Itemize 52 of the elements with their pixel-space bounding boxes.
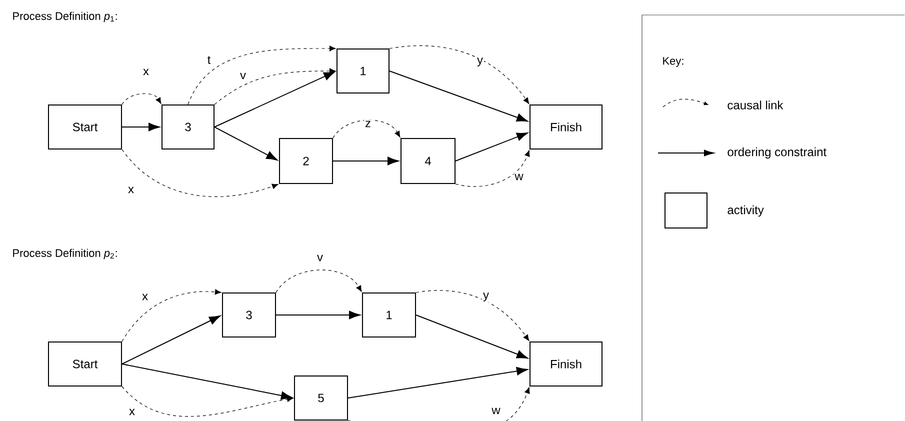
arrow: [332, 156, 399, 166]
heading-text: Process Definition p$_{2}$:: [13, 248, 117, 260]
causal-link: [389, 45, 530, 104]
edge-label: z: [366, 120, 370, 128]
activity-box: 3: [222, 292, 276, 338]
edge-label: y: [483, 292, 489, 302]
arrow: [276, 310, 360, 320]
edge-label: x: [128, 186, 134, 194]
heading-text: Process Definition p$_{1}$:: [13, 12, 117, 22]
edge-label: w: [514, 174, 524, 180]
legend-text: ordering constraint: [728, 147, 826, 159]
arrow: [214, 126, 278, 160]
activity-box: 4: [400, 138, 456, 184]
causal-link: [332, 120, 400, 138]
edge-label: w: [492, 408, 500, 414]
legend-text: activity: [728, 205, 764, 217]
arrow: [455, 132, 528, 162]
arrow: [416, 314, 528, 359]
activity-box: 1: [362, 292, 416, 338]
causal-link: [416, 290, 530, 341]
edge-label: x: [143, 68, 149, 76]
edge-label: t: [208, 56, 211, 64]
causal-link: [122, 93, 162, 105]
causal-link: [122, 289, 222, 342]
edge-label: v: [240, 72, 246, 80]
edge-label: v: [317, 254, 323, 262]
activity-box: Start: [48, 342, 122, 386]
arrow: [389, 70, 528, 122]
heading-text: Key:: [663, 57, 684, 67]
edge-label: x: [129, 408, 135, 416]
activity-box: 3: [162, 104, 214, 150]
causal-link: [348, 387, 530, 421]
causal-link: [122, 149, 278, 197]
causal-link: [276, 270, 362, 293]
edge-label: y: [477, 58, 483, 66]
edge-label: x: [142, 294, 148, 300]
arrow: [348, 366, 528, 398]
arrow: [214, 71, 335, 128]
activity-box: Finish: [530, 104, 602, 150]
causal-link: [188, 46, 336, 105]
legend-text: causal link: [728, 100, 784, 110]
causal-link: [455, 150, 530, 187]
causal-link: [214, 68, 336, 105]
activity-box: 1: [336, 48, 390, 94]
activity-box: 5: [294, 376, 348, 420]
arrow: [122, 364, 292, 400]
arrow: [122, 122, 160, 132]
arrow: [122, 315, 220, 364]
causal-link: [122, 386, 294, 417]
activity-box: Start: [48, 104, 122, 150]
activity-box: 2: [279, 138, 333, 184]
activity-box: Finish: [530, 342, 602, 386]
